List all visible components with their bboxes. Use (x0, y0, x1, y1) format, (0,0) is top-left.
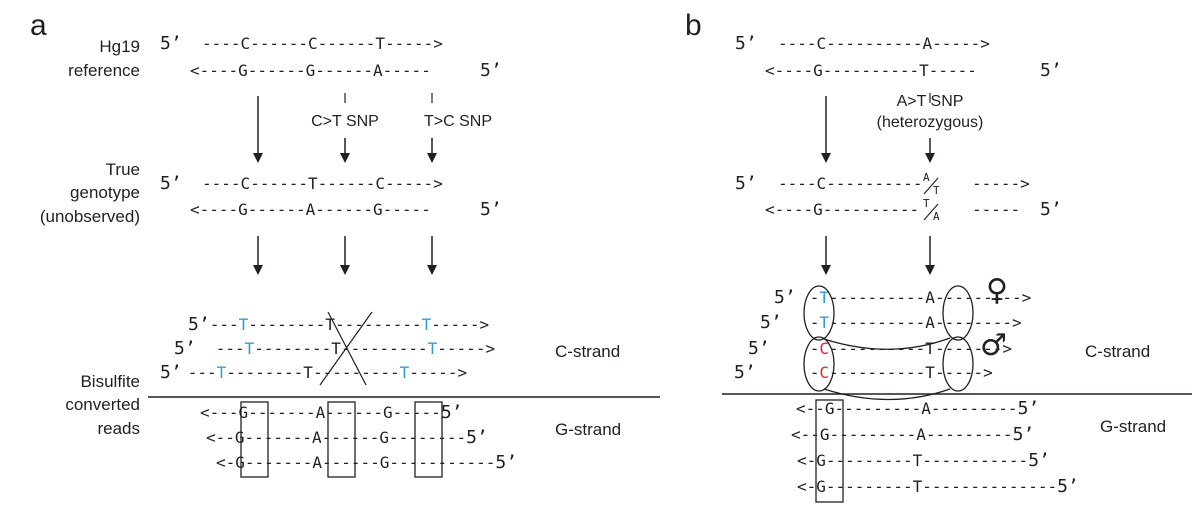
het-bottom-numerator: T (923, 197, 930, 210)
b-g-read-2: <--G---------A---------5’ (791, 424, 1034, 445)
b-box-g-column (815, 399, 844, 503)
b-c-strand-label: C-strand (1085, 342, 1150, 361)
b-ref-top-sequence: ----C----------A-----> (778, 34, 990, 53)
b-ellipse-t-pair (942, 336, 974, 392)
b-g-read-4: <-G---------T--------------5’ (797, 476, 1079, 497)
b-c-read-2: 5’-T----------A--------> (760, 312, 1022, 333)
ref-top-sequence: ----C------C------T-----> (202, 34, 443, 53)
ref-bottom-sequence: <----G------G------A----- (190, 61, 431, 80)
b-ref-bottom-sequence: <----G----------T----- (765, 61, 977, 80)
panel-b-label: b (685, 9, 702, 42)
het-top-slash (923, 177, 939, 195)
b-ellipse-red-pair (803, 336, 835, 392)
snp-ct-label: C>T SNP (311, 113, 379, 130)
het-bottom-slash (923, 203, 939, 221)
true-label-line2: genotype (70, 183, 140, 202)
snp-tc-label: T>C SNP (424, 113, 492, 130)
a-box-column-2 (327, 401, 356, 478)
true-top-sequence: ----C------T------C-----> (202, 174, 443, 193)
a-box-column-3 (414, 401, 443, 478)
panel-a: a Hg19 reference 5’ ----C------C------T-… (30, 9, 660, 478)
b-g-read-1: <--G---------A---------5’ (796, 398, 1039, 419)
b-snp-line2: (heterozygous) (877, 114, 984, 131)
b-ellipse-blue-pair (803, 285, 835, 341)
b-true-top-sequence: ----C---------- (778, 174, 923, 193)
b-true-top-5prime: 5’ (735, 173, 757, 194)
a-c-strand-reads: 5’---T--------T---------T-----> 5’---T--… (160, 314, 495, 383)
b-true-top-end: -----> (972, 174, 1030, 193)
bisulfite-label-line1: Bisulfite (80, 372, 140, 391)
a-c-read-3: 5’---T--------T---------T-----> (160, 362, 467, 383)
bisulfite-label-line2: converted (65, 395, 140, 414)
female-symbol-icon: ♀ (986, 273, 1008, 308)
b-ref-bottom-5prime: 5’ (1040, 60, 1062, 81)
true-label-line1: True (106, 160, 140, 179)
ref-label-line2: reference (68, 61, 140, 80)
a-g-read-3: <-G-------A------G-----------5’ (216, 452, 517, 473)
true-bottom-sequence: <----G------A------G----- (190, 200, 431, 219)
b-c-read-4: 5’-C----------T-----> (734, 362, 993, 383)
b-ref-top-5prime: 5’ (735, 33, 757, 54)
a-c-read-1: 5’---T--------T---------T-----> (188, 314, 489, 335)
het-bottom-denominator: A (933, 210, 940, 223)
b-ellipse-a-pair (942, 285, 974, 341)
b-true-bottom-5prime: 5’ (1040, 199, 1062, 220)
b-true-bottom-end: ----- (972, 200, 1020, 219)
a-c-read-2: 5’---T--------T---------T-----> (174, 338, 495, 359)
het-top-numerator: A (923, 171, 930, 184)
a-g-strand-label: G-strand (555, 420, 621, 439)
a-c-strand-label: C-strand (555, 342, 620, 361)
a-box-column-1 (240, 401, 269, 478)
b-g-strand-label: G-strand (1100, 417, 1166, 436)
b-c-read-1: 5’-T----------A---------> (774, 287, 1031, 308)
true-top-5prime: 5’ (160, 173, 182, 194)
b-link-blue-to-a (823, 337, 951, 350)
cross-out-line-2 (327, 311, 367, 386)
panel-b: b 5’ ----C----------A-----> <----G------… (685, 9, 1192, 503)
a-g-read-1: <---G-------A------G-----5’ (200, 402, 463, 423)
b-g-read-3: <-G---------T-----------5’ (797, 450, 1050, 471)
ref-bottom-5prime: 5’ (480, 60, 502, 81)
panel-a-label: a (30, 9, 47, 42)
b-link-red-to-t (823, 388, 951, 401)
true-label-line3: (unobserved) (40, 207, 140, 226)
a-g-read-2: <--G-------A------G--------5’ (206, 427, 488, 448)
true-bottom-5prime: 5’ (480, 199, 502, 220)
het-top-denominator: T (933, 184, 940, 197)
b-true-bottom-sequence: <----G---------- (765, 200, 919, 219)
cross-out-line-1 (319, 311, 373, 386)
male-symbol-icon: ♂ (980, 328, 1007, 363)
ref-label-line1: Hg19 (99, 37, 140, 56)
ref-top-5prime: 5’ (160, 33, 182, 54)
b-snp-line1: A>T SNP (897, 93, 964, 110)
bisulfite-label-line3: reads (97, 419, 140, 438)
